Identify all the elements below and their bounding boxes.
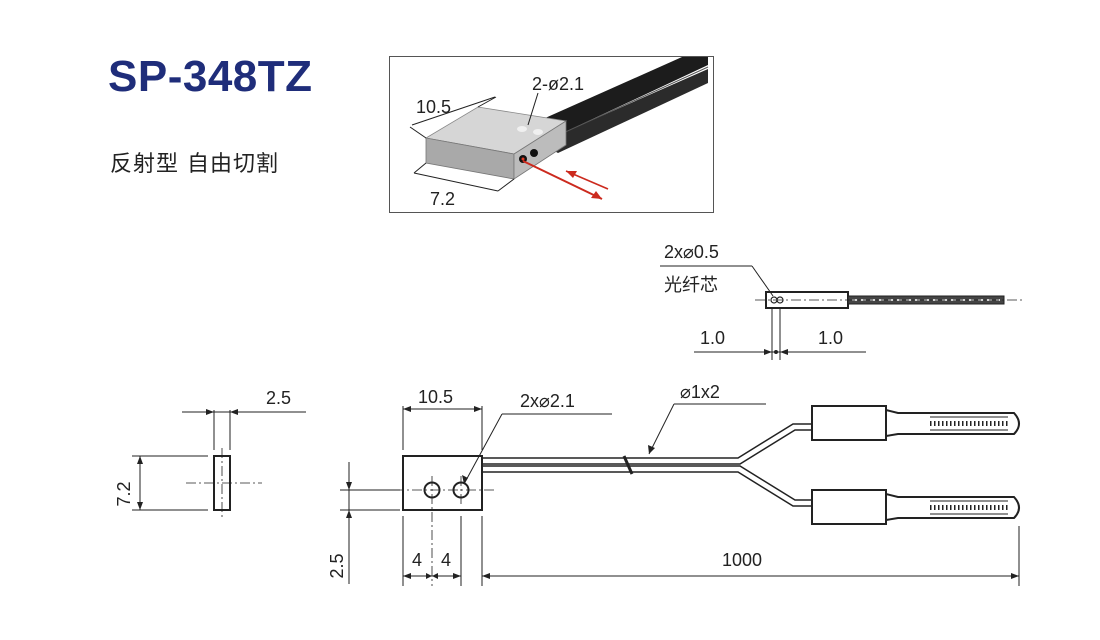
- fiber-tip-detail: [660, 265, 1022, 360]
- core-diameter-label: 2x⌀0.5: [664, 242, 719, 262]
- side-thickness-dim: 2.5: [266, 388, 291, 408]
- light-beam-arrows: [522, 160, 609, 200]
- fiber-connector-upper: [811, 405, 1020, 441]
- front-width-dim: 10.5: [418, 387, 453, 407]
- front-view-dimensions: [340, 403, 1020, 586]
- pitch-left-dim: 4: [412, 550, 422, 570]
- photo-length-dim: 10.5: [416, 97, 451, 117]
- cable-length-dim: 1000: [722, 550, 762, 570]
- front-view-arrowheads: [346, 406, 1019, 579]
- side-height-dim: 7.2: [114, 481, 134, 506]
- photo-width-dim: 7.2: [430, 189, 455, 209]
- photo-hole-label: 2-ø2.1: [532, 74, 584, 94]
- model-title: SP-348TZ: [108, 52, 313, 101]
- front-view-body: [340, 455, 495, 586]
- cable-pair-illustration: [525, 57, 709, 153]
- product-photo-frame: 10.5 7.2 2-ø2.1: [389, 56, 714, 213]
- front-hole-label: 2x⌀2.1: [520, 391, 575, 411]
- sensor-head-illustration: [424, 106, 568, 180]
- side-view: [132, 409, 306, 520]
- photo-dimensions: [409, 92, 539, 192]
- front-view-cables: [482, 423, 812, 507]
- core-right-dim: 1.0: [818, 328, 843, 348]
- core-name-label: 光纤芯: [664, 275, 718, 296]
- pitch-right-dim: 4: [441, 550, 451, 570]
- fiber-connector-lower: [811, 489, 1020, 525]
- cable-diameter-label: ⌀1x2: [680, 382, 720, 402]
- core-left-dim: 1.0: [700, 328, 725, 348]
- hole-offset-dim: 2.5: [327, 553, 347, 578]
- product-photo: 10.5 7.2 2-ø2.1: [409, 57, 709, 209]
- model-subtitle: 反射型 自由切割: [110, 152, 279, 177]
